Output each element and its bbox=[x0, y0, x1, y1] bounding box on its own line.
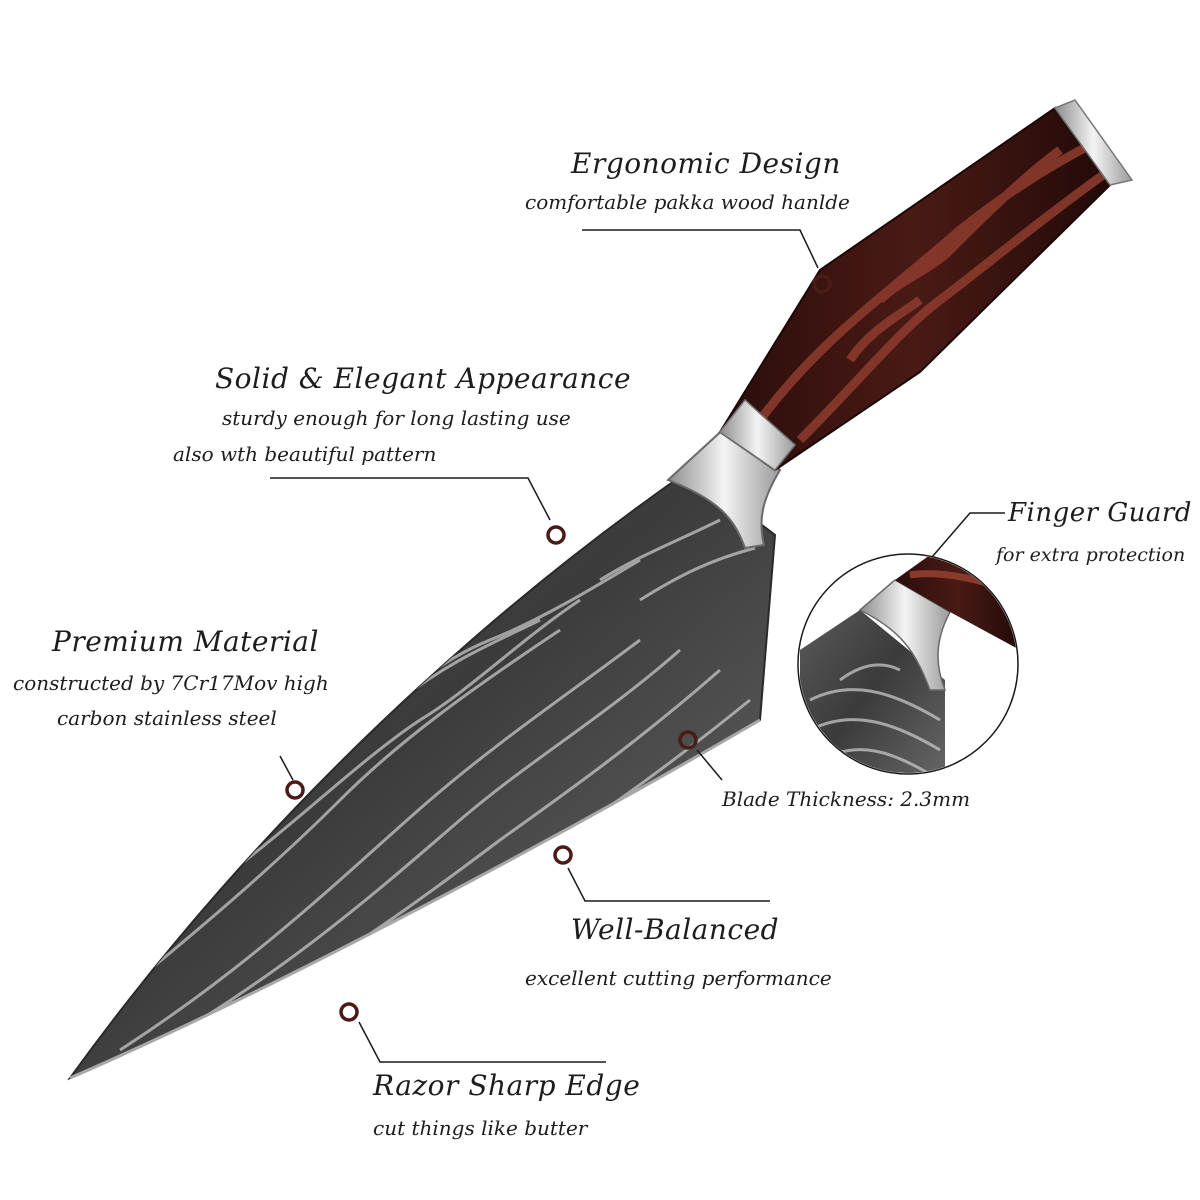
ergonomic-title: Ergonomic Design bbox=[571, 147, 841, 180]
ring-marker-icon bbox=[339, 1002, 359, 1022]
markers bbox=[285, 274, 832, 1022]
ring-marker-icon bbox=[812, 274, 832, 294]
ring-marker-icon bbox=[553, 845, 573, 865]
edge-subtitle: cut things like butter bbox=[373, 1116, 588, 1140]
edge-title: Razor Sharp Edge bbox=[373, 1069, 641, 1102]
ring-marker-icon bbox=[546, 525, 566, 545]
premium-subtitle-1: constructed by 7Cr17Mov high bbox=[13, 671, 329, 695]
solid-subtitle-1: sturdy enough for long lasting use bbox=[222, 406, 571, 430]
finger-guard-zoom bbox=[797, 553, 1019, 775]
ring-marker-icon bbox=[678, 730, 698, 750]
solid-title: Solid & Elegant Appearance bbox=[215, 362, 632, 395]
ring-marker-icon bbox=[285, 780, 305, 800]
balanced-title: Well-Balanced bbox=[571, 913, 780, 946]
bolster bbox=[666, 423, 782, 550]
wood-grain bbox=[756, 135, 1110, 444]
finger-subtitle: for extra protection bbox=[996, 544, 1186, 566]
finger-title: Finger Guard bbox=[1008, 498, 1192, 528]
thickness-label: Blade Thickness: 2.3mm bbox=[722, 787, 971, 811]
ergonomic-subtitle: comfortable pakka wood hanlde bbox=[525, 190, 850, 214]
balanced-subtitle: excellent cutting performance bbox=[525, 966, 832, 990]
leader-lines bbox=[270, 229, 1005, 1063]
premium-title: Premium Material bbox=[52, 625, 319, 658]
handle bbox=[718, 99, 1134, 472]
premium-subtitle-2: carbon stainless steel bbox=[57, 706, 277, 730]
solid-subtitle-2: also wth beautiful pattern bbox=[173, 442, 437, 466]
